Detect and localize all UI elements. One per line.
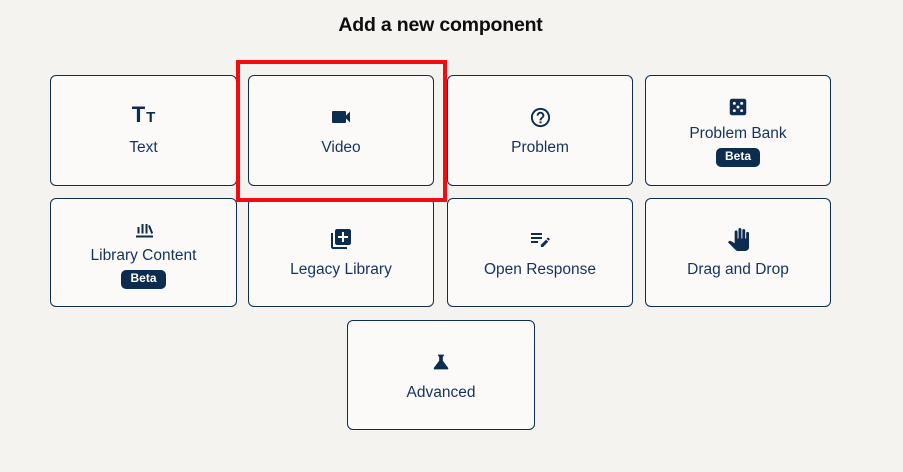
page-title: Add a new component <box>338 14 543 36</box>
hand-icon <box>727 226 750 252</box>
component-label: Open Response <box>483 261 597 278</box>
flask-icon <box>430 349 452 375</box>
component-card-problem[interactable]: Problem <box>447 75 633 186</box>
component-label: Problem <box>511 139 569 156</box>
component-card-legacy-library[interactable]: Legacy Library <box>248 198 434 307</box>
library-shelf-icon <box>132 216 156 242</box>
component-label: Text <box>129 139 158 156</box>
die-five-icon <box>727 94 749 120</box>
component-card-advanced[interactable]: Advanced <box>347 320 535 430</box>
library-add-icon <box>329 226 353 252</box>
edit-note-icon <box>528 226 552 252</box>
component-label: Problem Bank <box>689 125 787 143</box>
text-icon: T T <box>131 102 156 127</box>
question-circle-icon <box>529 104 552 130</box>
component-card-library-content[interactable]: Library Content Beta <box>50 198 237 307</box>
video-camera-icon <box>329 104 353 130</box>
beta-badge: Beta <box>121 270 166 289</box>
beta-badge: Beta <box>715 148 760 167</box>
component-card-problem-bank[interactable]: Problem Bank Beta <box>645 75 831 186</box>
component-label: Video <box>321 139 361 156</box>
component-label: Library Content <box>90 247 197 265</box>
component-label: Legacy Library <box>290 261 392 278</box>
component-card-open-response[interactable]: Open Response <box>447 198 633 307</box>
component-card-text[interactable]: T T Text <box>50 75 237 186</box>
component-card-video[interactable]: Video <box>248 75 434 186</box>
component-card-drag-and-drop[interactable]: Drag and Drop <box>645 198 831 307</box>
component-label: Drag and Drop <box>687 261 789 278</box>
component-label: Advanced <box>406 383 476 401</box>
